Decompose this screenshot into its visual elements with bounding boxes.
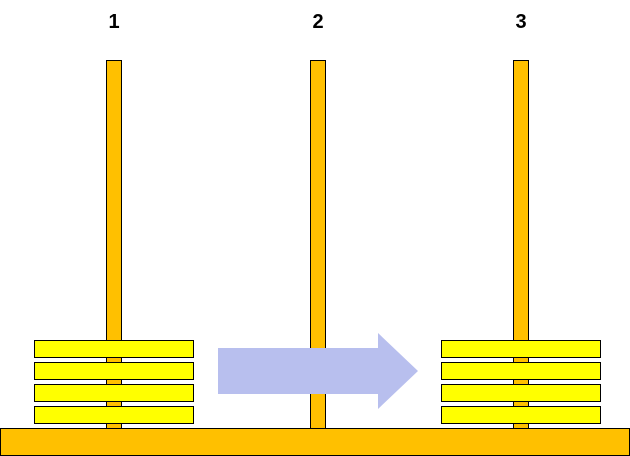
disk-peg-3-4 (441, 340, 601, 358)
disk-peg-3-3 (441, 362, 601, 380)
peg-label-2: 2 (312, 11, 324, 33)
disk-peg-1-1 (34, 406, 194, 424)
peg-label-1: 1 (108, 11, 120, 33)
move-arrow-shape (218, 333, 418, 409)
disk-peg-1-2 (34, 384, 194, 402)
peg-label-3: 3 (515, 11, 527, 33)
disk-peg-1-4 (34, 340, 194, 358)
disk-peg-3-1 (441, 406, 601, 424)
right-arrow-icon (218, 333, 418, 409)
base-platform (0, 428, 630, 456)
disk-peg-1-3 (34, 362, 194, 380)
disk-peg-3-2 (441, 384, 601, 402)
